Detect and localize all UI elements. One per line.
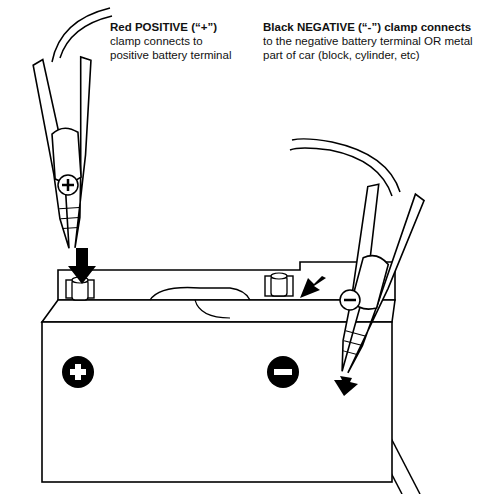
note-text: Red POSITIVE (“+”) [110,21,217,33]
negative-note: Black NEGATIVE (“-”) clamp connects to t… [263,20,483,62]
note-text: Black NEGATIVE (“-”) clamp connects [263,21,471,33]
note-text: clamp connects to positive battery termi… [110,35,231,61]
note-text: to the negative battery terminal OR meta… [263,35,473,61]
positive-note: Red POSITIVE (“+”) clamp connects to pos… [110,20,242,62]
